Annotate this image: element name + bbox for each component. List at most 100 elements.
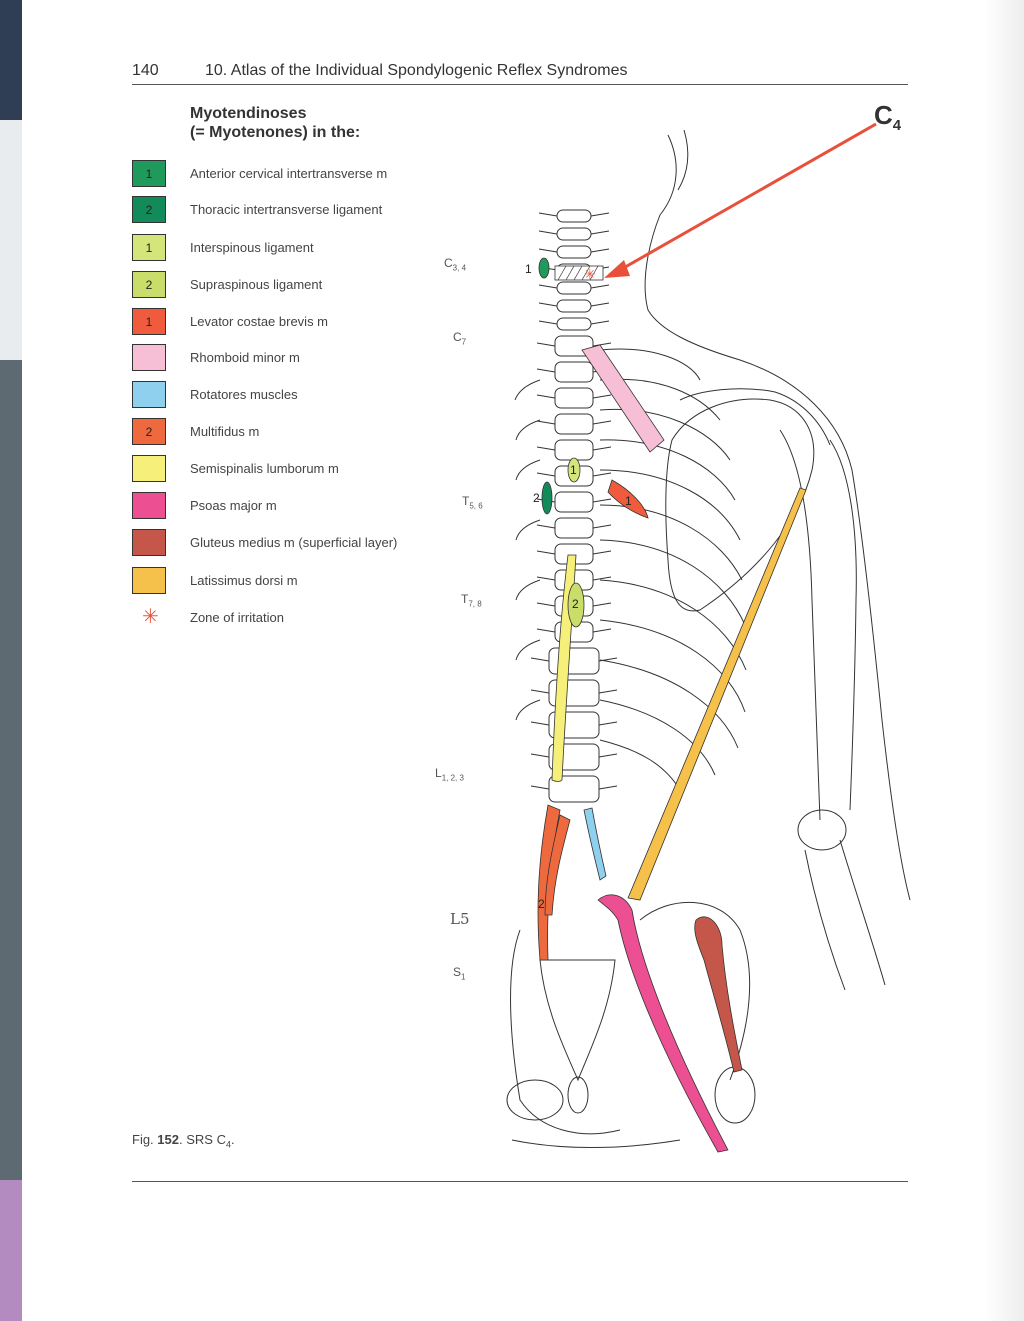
transverse-process (530, 753, 618, 758)
segment-label-s1: S1 (453, 965, 466, 982)
latissimus-marking (627, 487, 807, 901)
legend-swatch (132, 381, 166, 408)
pelvis-bottom-outline (511, 1139, 681, 1148)
legend-item-irritation: ✳ Zone of irritation (132, 604, 452, 634)
rib (515, 639, 541, 661)
hatch-line (589, 265, 599, 281)
legend-label: Rhomboid minor m (190, 350, 300, 365)
legend-swatch (132, 344, 166, 371)
head-outline (677, 129, 689, 191)
binding-strip (0, 0, 22, 1321)
diagram-number: 1 (525, 262, 532, 276)
legend-label: Interspinous ligament (190, 240, 314, 255)
binding-band-light (0, 120, 22, 360)
supraspinous-marking (567, 582, 585, 628)
hatch-line (573, 265, 583, 281)
transverse-process (536, 550, 612, 555)
legend-swatch: 2 (132, 271, 166, 298)
legend-item: Gluteus medius m (superficial layer) (132, 529, 452, 559)
multifidus-marking-right (544, 814, 571, 916)
legend-label: Psoas major m (190, 498, 277, 513)
transverse-process (536, 576, 612, 581)
legend-item: 1 Interspinous ligament (132, 234, 452, 264)
hip-joint-left (506, 1079, 564, 1121)
humerus-outline-right (829, 439, 857, 811)
vertebra (556, 299, 592, 313)
legend-swatch (132, 529, 166, 556)
femur-head-right (714, 1066, 756, 1124)
vertebra (554, 439, 594, 461)
transverse-process (536, 602, 612, 607)
transverse-process (530, 689, 618, 694)
forearm-outline-1 (804, 849, 846, 991)
transverse-process (538, 212, 610, 217)
vertebra (554, 361, 594, 383)
vertebra (554, 517, 594, 539)
legend-item: 1 Anterior cervical intertransverse m (132, 160, 452, 190)
segment-label-l123: L1, 2, 3 (435, 766, 464, 783)
forearm-outline-2 (839, 839, 886, 986)
legend-title-line2: (= Myotenones) in the: (190, 124, 361, 141)
legend-swatch (132, 567, 166, 594)
segment-label-c7: C7 (453, 330, 467, 347)
diagram-number: 2 (572, 597, 579, 611)
transverse-process (530, 785, 618, 790)
rib (599, 408, 731, 461)
hatch-line (581, 265, 591, 281)
diagram-numbers: 1 2 1 2 1 2 (525, 262, 632, 911)
rib (599, 504, 743, 581)
page-edge-shadow (984, 0, 1024, 1321)
legend-label: Multifidus m (190, 424, 260, 439)
vertebra (556, 227, 592, 241)
rib (515, 459, 541, 481)
legend-label: Zone of irritation (190, 610, 284, 625)
transverse-process (536, 420, 612, 425)
vertebra (554, 387, 594, 409)
legend-label: Thoracic intertransverse ligament (190, 202, 383, 217)
transverse-process (538, 248, 610, 253)
rib (515, 419, 541, 441)
thoracic-intertransverse-marking (541, 481, 553, 515)
pelvis-left-outline (510, 929, 621, 1135)
vertebra (556, 281, 592, 295)
legend-swatch (132, 455, 166, 482)
transverse-process (536, 394, 612, 399)
legend-label: Gluteus medius m (superficial layer) (190, 535, 398, 550)
transverse-process (536, 524, 612, 529)
figure-number: 152 (157, 1132, 179, 1147)
legend-item: 2 Thoracic intertransverse ligament (132, 196, 452, 226)
rib (515, 579, 541, 601)
rib (599, 619, 746, 713)
legend-label: Semispinalis lumborum m (190, 461, 339, 476)
iliac-crest-outline (639, 901, 751, 1081)
segment-label-t78: T7, 8 (461, 592, 482, 609)
vertebra (554, 491, 594, 513)
legend-swatch (132, 492, 166, 519)
binding-band-top (0, 0, 22, 120)
legend-item: 1 Levator costae brevis m (132, 308, 452, 338)
rhomboid-minor-marking (581, 344, 665, 453)
rib (599, 659, 739, 749)
legend-swatch: 1 (132, 234, 166, 261)
asterisk-icon: ✳ (142, 606, 159, 628)
vertebra (554, 413, 594, 435)
legend-label: Latissimus dorsi m (190, 573, 298, 588)
pointer-arrow (604, 122, 877, 278)
rib (599, 699, 716, 776)
humerus-outline-left (779, 429, 821, 821)
hatch-line (557, 265, 567, 281)
transverse-process (538, 230, 610, 235)
running-header: 140 10. Atlas of the Individual Spondylo… (132, 60, 908, 85)
arrow-head (604, 260, 630, 278)
diagram-number: 2 (533, 491, 540, 505)
transverse-process (536, 446, 612, 451)
clavicle-outline (679, 388, 831, 446)
scapula-outline (665, 398, 815, 612)
segment-label-l5: L5 (450, 910, 470, 928)
vertebra (556, 245, 592, 259)
sacrum-outline (539, 959, 616, 1082)
levator-costae-marking (607, 479, 649, 519)
legend-item: Rotatores muscles (132, 381, 452, 411)
legend-swatch: 1 (132, 308, 166, 335)
binding-band-bottom (0, 1180, 22, 1321)
